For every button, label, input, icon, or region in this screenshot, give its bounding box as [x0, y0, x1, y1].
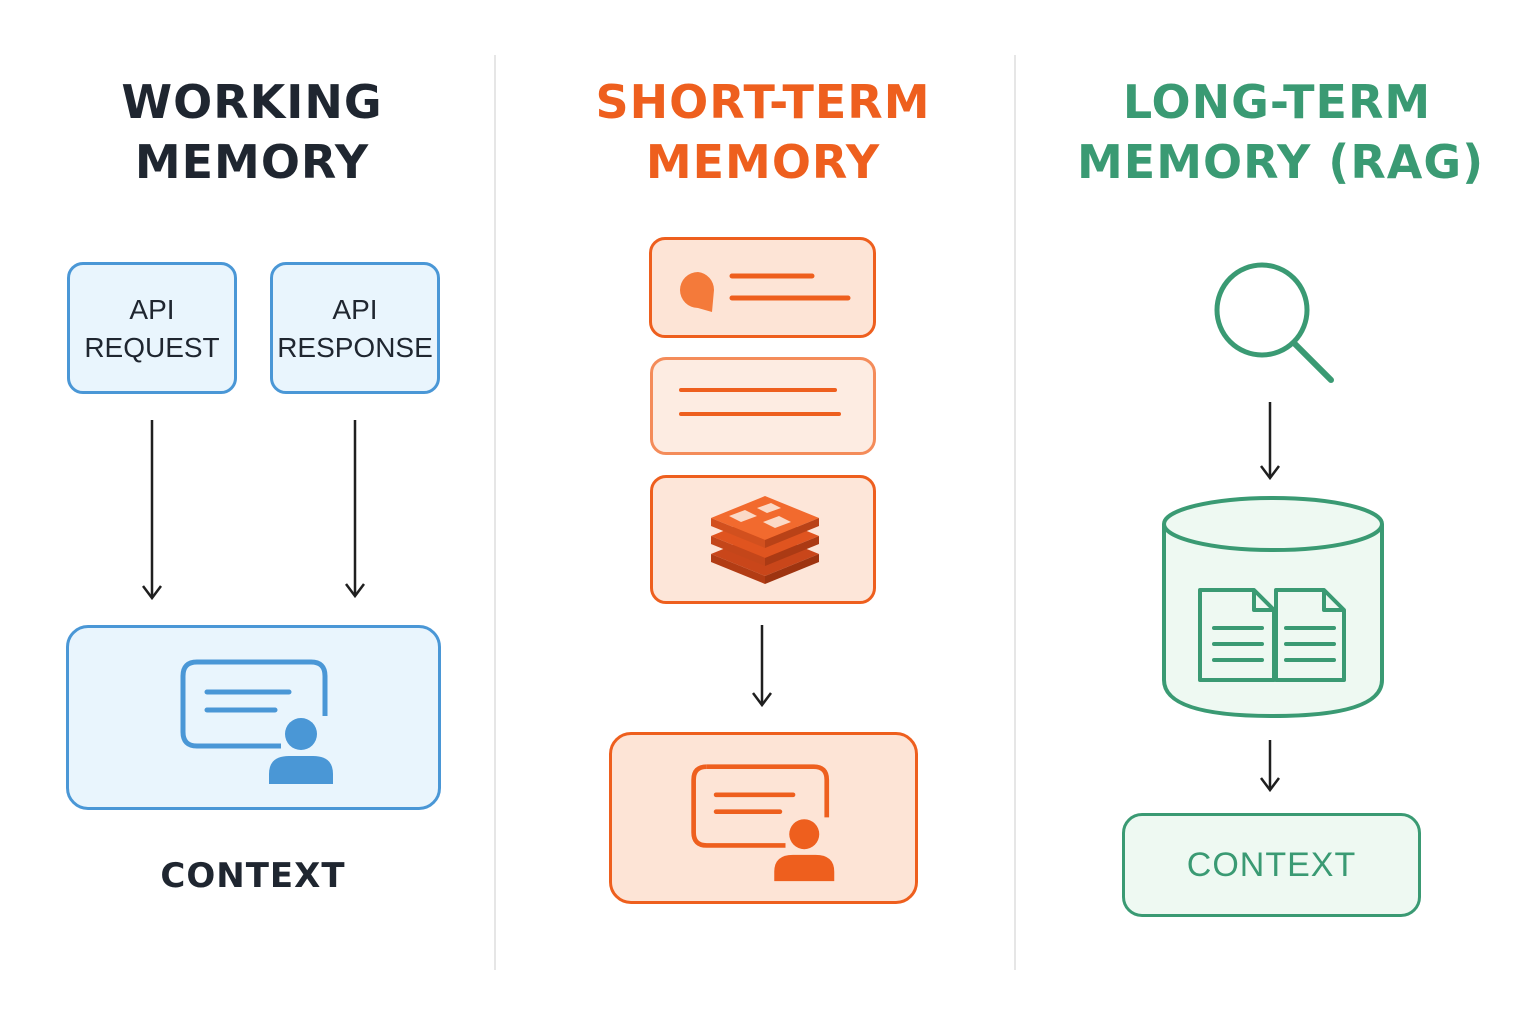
short-term-memory-title-line2: MEMORY [645, 135, 881, 189]
database-documents-icon [1162, 496, 1384, 719]
short-term-card-message [649, 237, 876, 338]
short-term-card-redis [650, 475, 876, 604]
short-term-card-text [650, 357, 876, 455]
document-icon-right [1274, 588, 1346, 682]
short-term-chat-user-icon [691, 764, 835, 882]
chat-message-icon [680, 272, 851, 312]
api-response-label-line1: API [332, 294, 378, 325]
short-term-memory-title: SHORT-TERM MEMORY [563, 72, 963, 192]
arrow-response-to-context [345, 420, 365, 599]
api-response-label-line2: RESPONSE [277, 332, 433, 363]
long-term-context-box: CONTEXT [1122, 813, 1421, 917]
arrow-store-to-context [1260, 740, 1280, 793]
document-icon-left [1198, 588, 1276, 682]
api-request-box: API REQUEST [67, 262, 237, 394]
search-icon [1214, 262, 1334, 383]
long-term-memory-title-line2: MEMORY (RAG) [1077, 135, 1485, 189]
long-term-memory-title-line1: LONG-TERM [1122, 75, 1432, 129]
working-memory-title-line2: MEMORY [134, 135, 370, 189]
working-context-box [66, 625, 441, 810]
text-lines-icon [679, 388, 841, 416]
working-context-caption: CONTEXT [160, 856, 346, 896]
chat-user-icon [180, 659, 333, 784]
api-response-box: API RESPONSE [270, 262, 440, 394]
arrow-short-term-to-context [752, 625, 772, 708]
arrow-request-to-context [142, 420, 162, 601]
long-term-context-label: CONTEXT [1186, 846, 1357, 884]
column-divider-left [494, 55, 496, 970]
redis-stack-icon [711, 496, 819, 584]
short-term-memory-title-line1: SHORT-TERM [595, 75, 931, 129]
column-divider-right [1014, 55, 1016, 970]
long-term-memory-title: LONG-TERM MEMORY (RAG) [1077, 72, 1485, 192]
working-memory-title-line1: WORKING [121, 75, 383, 129]
api-request-label-line1: API [129, 294, 175, 325]
short-term-context-box [609, 732, 918, 904]
arrow-search-to-store [1260, 402, 1280, 481]
api-request-label-line2: REQUEST [84, 332, 220, 363]
working-memory-title: WORKING MEMORY [52, 72, 452, 192]
